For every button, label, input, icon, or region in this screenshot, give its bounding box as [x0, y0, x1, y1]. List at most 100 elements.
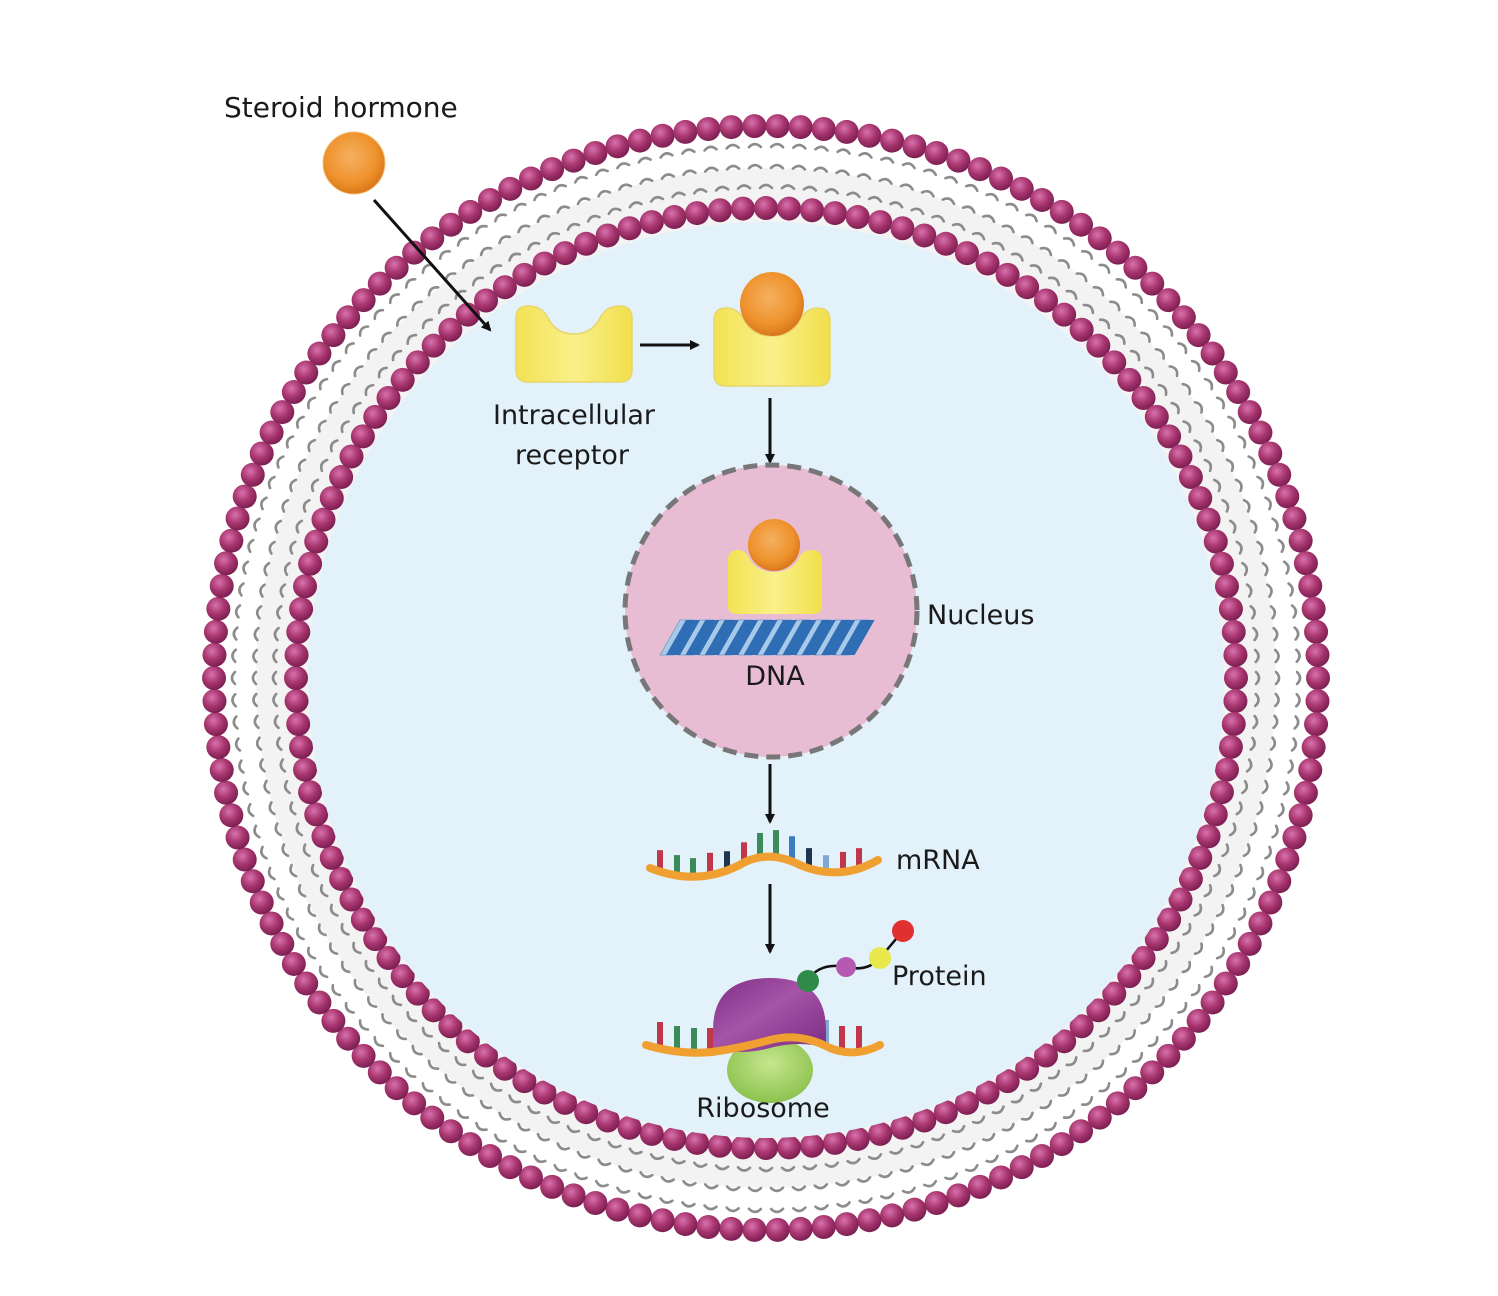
lipid-tail — [736, 1165, 752, 1172]
phospholipid-head — [1171, 305, 1196, 330]
phospholipid-head — [1209, 551, 1234, 576]
phospholipid-head — [1267, 462, 1292, 487]
phospholipid-head — [336, 305, 361, 330]
lipid-tail — [941, 1150, 956, 1159]
phospholipid-head — [474, 1043, 499, 1068]
phospholipid-head — [730, 196, 755, 221]
phospholipid-head — [214, 551, 239, 576]
lipid-tail — [494, 213, 507, 223]
lipid-tail — [289, 478, 298, 493]
phospholipid-head — [800, 198, 825, 223]
ribosome-large-subunit — [713, 978, 826, 1052]
lipid-tail — [1177, 342, 1188, 355]
lipid-tail — [527, 241, 541, 251]
phospholipid-head — [1052, 302, 1077, 327]
phospholipid-head — [458, 1132, 483, 1157]
lipid-tail — [1170, 401, 1180, 415]
phospholipid-head — [339, 887, 364, 912]
lipid-tail — [835, 1180, 850, 1187]
phospholipid-head — [336, 1026, 361, 1051]
lipid-tail — [878, 177, 893, 185]
lipid-tail — [454, 1056, 467, 1067]
phospholipid-head — [1282, 825, 1307, 850]
lipid-tail — [281, 498, 290, 513]
lipid-tail — [618, 1165, 633, 1173]
phospholipid-head — [304, 529, 329, 554]
lipid-tail — [814, 145, 829, 152]
phospholipid-head — [1102, 981, 1127, 1006]
lipid-tail — [649, 195, 665, 203]
lipid-tail — [513, 1144, 527, 1154]
phospholipid-head — [1214, 574, 1239, 599]
lipid-tail — [1001, 1122, 1015, 1132]
phospholipid-head — [363, 404, 388, 429]
phospholipid-head — [673, 1212, 698, 1237]
phospholipid-head — [561, 148, 586, 173]
lipid-tail — [272, 648, 279, 664]
phospholipid-head — [662, 205, 687, 230]
phospholipid-head — [1298, 758, 1323, 783]
lipid-tail — [527, 1105, 541, 1115]
mrna-base — [789, 836, 795, 859]
phospholipid-head — [946, 1183, 971, 1208]
lipid-tail — [703, 1204, 718, 1211]
lipid-tail — [1098, 318, 1111, 330]
phospholipid-head — [1105, 240, 1130, 265]
phospholipid-head — [1186, 323, 1211, 348]
lipid-tail — [941, 197, 956, 206]
lipid-tail — [836, 148, 851, 155]
lipid-tail — [1129, 349, 1141, 362]
phospholipid-head — [685, 1130, 710, 1155]
phospholipid-head — [512, 262, 537, 287]
phospholipid-head — [478, 1144, 502, 1169]
phospholipid-head — [1223, 689, 1248, 714]
lipid-tail — [253, 714, 260, 730]
phospholipid-head — [719, 115, 744, 140]
dna-strand-dark — [666, 620, 700, 655]
lipid-tail — [377, 366, 388, 379]
lipid-tail — [1215, 438, 1225, 453]
phospholipid-head — [967, 157, 992, 182]
label-nucleus: Nucleus — [927, 600, 1035, 631]
lipid-tail — [1193, 903, 1203, 917]
amino-acid — [892, 920, 914, 942]
phospholipid-head — [1030, 1144, 1054, 1169]
lipid-tail — [1256, 475, 1265, 490]
lipid-tail — [576, 197, 591, 206]
phospholipid-head — [1069, 1119, 1094, 1144]
phospholipid-head — [421, 998, 446, 1023]
lipid-tail — [438, 249, 452, 260]
ribosome-mrna-base — [674, 1026, 680, 1050]
phospholipid-head — [1087, 226, 1112, 251]
lipid-tail — [1025, 1133, 1038, 1143]
lipid-tail — [1062, 1109, 1076, 1119]
phospholipid-head — [1258, 890, 1283, 915]
phospholipid-head — [284, 642, 309, 667]
phospholipid-head — [800, 1133, 825, 1158]
lipid-tail — [961, 1142, 976, 1151]
lipid-tail — [594, 168, 609, 177]
lipid-tail — [317, 923, 327, 937]
phospholipid-head — [765, 1217, 790, 1242]
lipid-tail — [835, 169, 850, 176]
phospholipid-head — [384, 255, 409, 280]
lipid-tail — [1269, 736, 1277, 751]
phospholipid-head — [304, 802, 329, 827]
lipid-tail — [736, 184, 752, 191]
phospholipid-head — [933, 1100, 958, 1125]
lipid-tail — [573, 1172, 588, 1181]
lipid-tail — [536, 1132, 551, 1142]
lipid-tail — [1181, 382, 1192, 396]
phospholipid-head — [321, 1008, 346, 1033]
lipid-tail — [344, 342, 355, 355]
lipid-tail — [279, 758, 287, 773]
lipid-tail — [660, 173, 676, 180]
phospholipid-head — [754, 196, 778, 220]
phospholipid-head — [1123, 255, 1148, 280]
lipid-tail — [1215, 903, 1225, 918]
lipid-tail — [1205, 419, 1215, 433]
phospholipid-head — [1288, 803, 1313, 828]
phospholipid-head — [890, 216, 915, 241]
phospholipid-head — [294, 971, 319, 996]
lipid-tail — [273, 626, 280, 642]
